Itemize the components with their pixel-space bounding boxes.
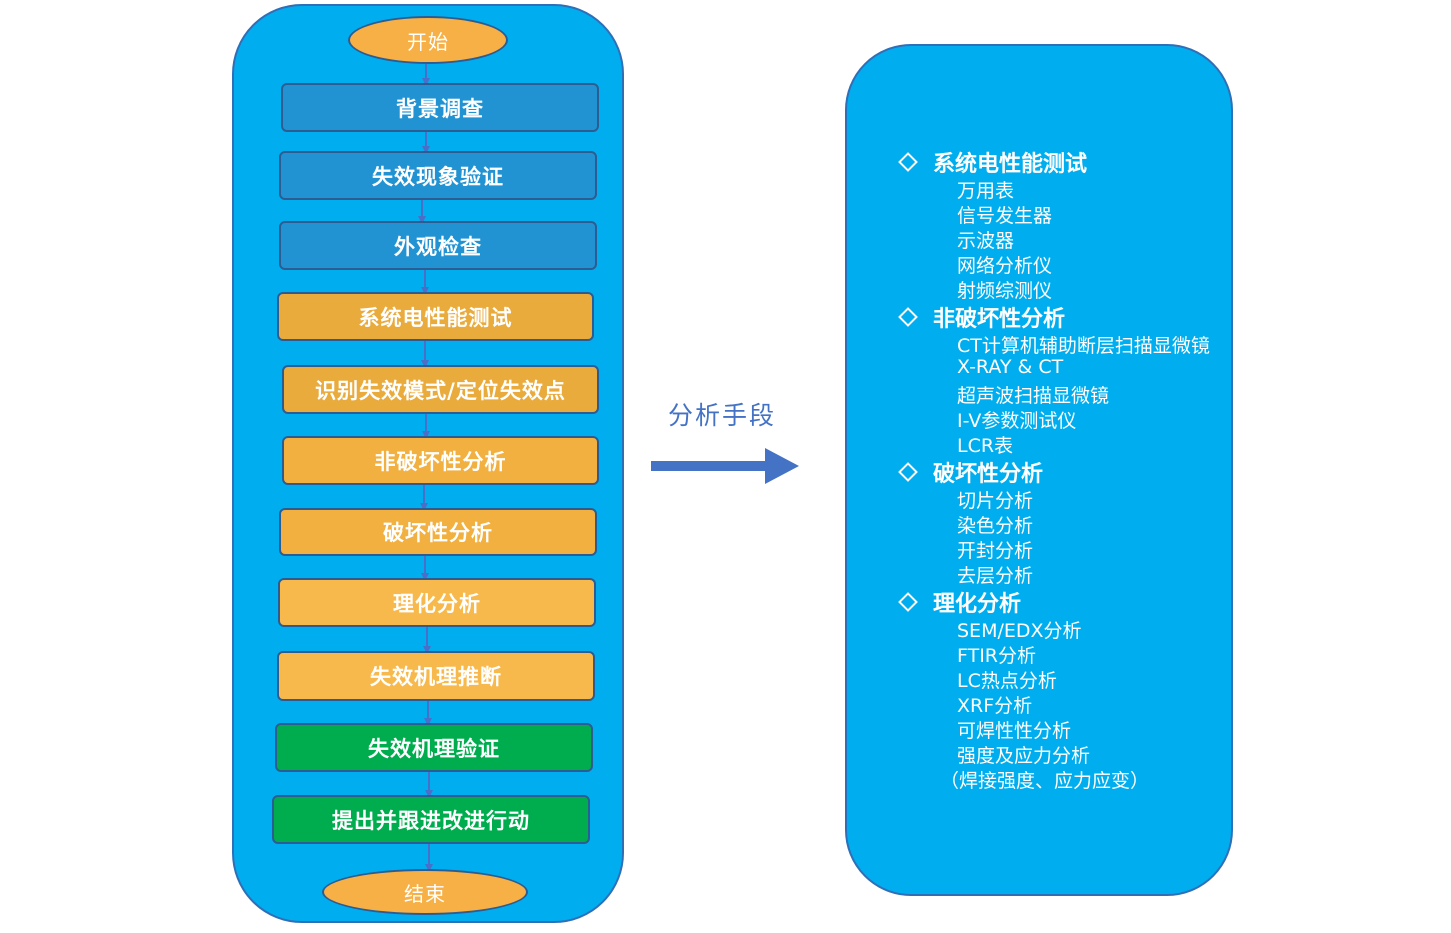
method-item: SEM/EDX分析 (957, 620, 1082, 642)
method-item-note: （焊接强度、应力应变） (940, 770, 1150, 792)
step-physicochemical-analysis: 理化分析 (278, 578, 596, 627)
step-destructive-analysis: 破坏性分析 (279, 508, 597, 556)
diamond-icon (898, 462, 918, 482)
method-category-label: 系统电性能测试 (933, 152, 1088, 177)
method-category: 非破坏性分析 (897, 301, 1065, 333)
method-item: 网络分析仪 (957, 255, 1053, 277)
step-electrical-test: 系统电性能测试 (277, 292, 594, 341)
method-item: 染色分析 (957, 515, 1034, 537)
end-node: 结束 (322, 869, 528, 915)
method-item: I-V参数测试仪 (957, 410, 1077, 432)
method-category-label: 非破坏性分析 (933, 307, 1066, 332)
method-category: 系统电性能测试 (897, 146, 1087, 178)
method-category-label: 破坏性分析 (933, 462, 1044, 487)
step-visual-inspection: 外观检查 (279, 221, 597, 270)
method-item: 万用表 (957, 180, 1015, 202)
step-mechanism-inference: 失效机理推断 (277, 651, 595, 701)
method-item: 强度及应力分析 (957, 745, 1091, 767)
method-item: LCR表 (957, 435, 1014, 457)
method-item: FTIR分析 (957, 645, 1037, 667)
method-item: 去层分析 (957, 565, 1034, 587)
method-item: 射频综测仪 (957, 280, 1053, 302)
diamond-icon (898, 307, 918, 327)
step-background-survey: 背景调查 (281, 83, 599, 132)
step-improvement-action: 提出并跟进改进行动 (272, 795, 590, 844)
method-item: X-RAY & CT (957, 356, 1064, 378)
diamond-icon (898, 152, 918, 172)
step-locate-failure: 识别失效模式/定位失效点 (282, 365, 599, 414)
diamond-icon (898, 592, 918, 612)
step-nondestructive-analysis: 非破坏性分析 (282, 436, 599, 485)
method-item: CT计算机辅助断层扫描显微镜 (957, 335, 1210, 357)
start-node: 开始 (348, 16, 508, 64)
analysis-methods-label: 分析手段 (668, 401, 777, 430)
method-item: LC热点分析 (957, 670, 1057, 692)
method-item: 示波器 (957, 230, 1015, 252)
method-item: 切片分析 (957, 490, 1034, 512)
method-category: 理化分析 (897, 586, 1021, 618)
method-item: XRF分析 (957, 695, 1033, 717)
step-failure-verification: 失效现象验证 (279, 151, 597, 200)
method-item: 信号发生器 (957, 205, 1053, 227)
method-category: 破坏性分析 (897, 456, 1043, 488)
method-item: 超声波扫描显微镜 (957, 385, 1110, 407)
methods-panel (845, 44, 1233, 896)
method-category-label: 理化分析 (933, 592, 1022, 617)
method-item: 可焊性性分析 (957, 720, 1072, 742)
method-item: 开封分析 (957, 540, 1034, 562)
step-mechanism-verification: 失效机理验证 (275, 723, 593, 772)
